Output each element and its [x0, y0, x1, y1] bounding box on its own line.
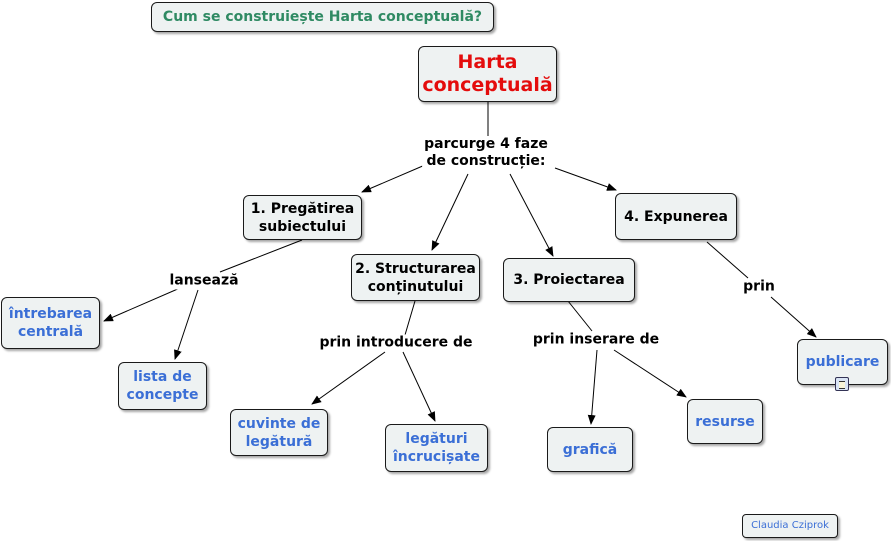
link-to-phase3 [509, 173, 554, 257]
link-to-phase1 [361, 164, 426, 193]
label-prin-introducere-de: prin introducere de [317, 334, 475, 352]
node-cuvinte-de-legatura[interactable]: cuvinte de legătură [230, 409, 328, 456]
link-inserare-grafica [587, 349, 598, 425]
label-parcurge-4-faze: parcurge 4 faze de construcție: [422, 136, 550, 170]
link-to-phase4 [554, 167, 617, 191]
link-phase3-inserare [567, 300, 593, 332]
label-prin: prin [741, 278, 777, 296]
node-grafica[interactable]: grafică [547, 427, 633, 472]
link-lanseaza-intrebarea [103, 287, 181, 322]
node-phase3-proiectarea[interactable]: 3. Proiectarea [503, 258, 635, 302]
author-credit: Claudia Cziprok [742, 514, 838, 538]
node-legaturi-incrucisate[interactable]: legături încrucișate [385, 424, 488, 472]
node-intrebarea-centrala[interactable]: întrebarea centrală [1, 297, 100, 349]
link-introducere-cuvinte [311, 351, 386, 405]
note-icon[interactable] [835, 377, 849, 391]
node-phase2-structurarea-continutului[interactable]: 2. Structurarea conținutului [351, 254, 480, 301]
link-phase4-prin [706, 241, 749, 279]
link-phase2-introducere [404, 300, 416, 336]
node-lista-de-concepte[interactable]: lista de concepte [118, 362, 207, 410]
map-title: Cum se construiește Harta conceptuală? [151, 2, 494, 32]
label-prin-inserare-de: prin inserare de [530, 331, 662, 349]
node-resurse[interactable]: resurse [687, 399, 763, 444]
link-lanseaza-lista [174, 289, 199, 360]
node-harta-conceptuala[interactable]: Harta conceptuală [418, 46, 557, 102]
node-phase4-expunerea[interactable]: 4. Expunerea [615, 193, 737, 240]
label-lanseaza: lansează [167, 272, 241, 290]
link-inserare-resurse [613, 349, 687, 398]
link-prin-publicare [770, 296, 817, 338]
link-introducere-legaturi [402, 351, 436, 422]
node-phase1-pregatirea-subiectului[interactable]: 1. Pregătirea subiectului [243, 195, 362, 240]
node-publicare[interactable]: publicare [797, 339, 888, 385]
link-to-phase2 [431, 173, 469, 251]
link-phase1-lanseaza [219, 239, 303, 273]
